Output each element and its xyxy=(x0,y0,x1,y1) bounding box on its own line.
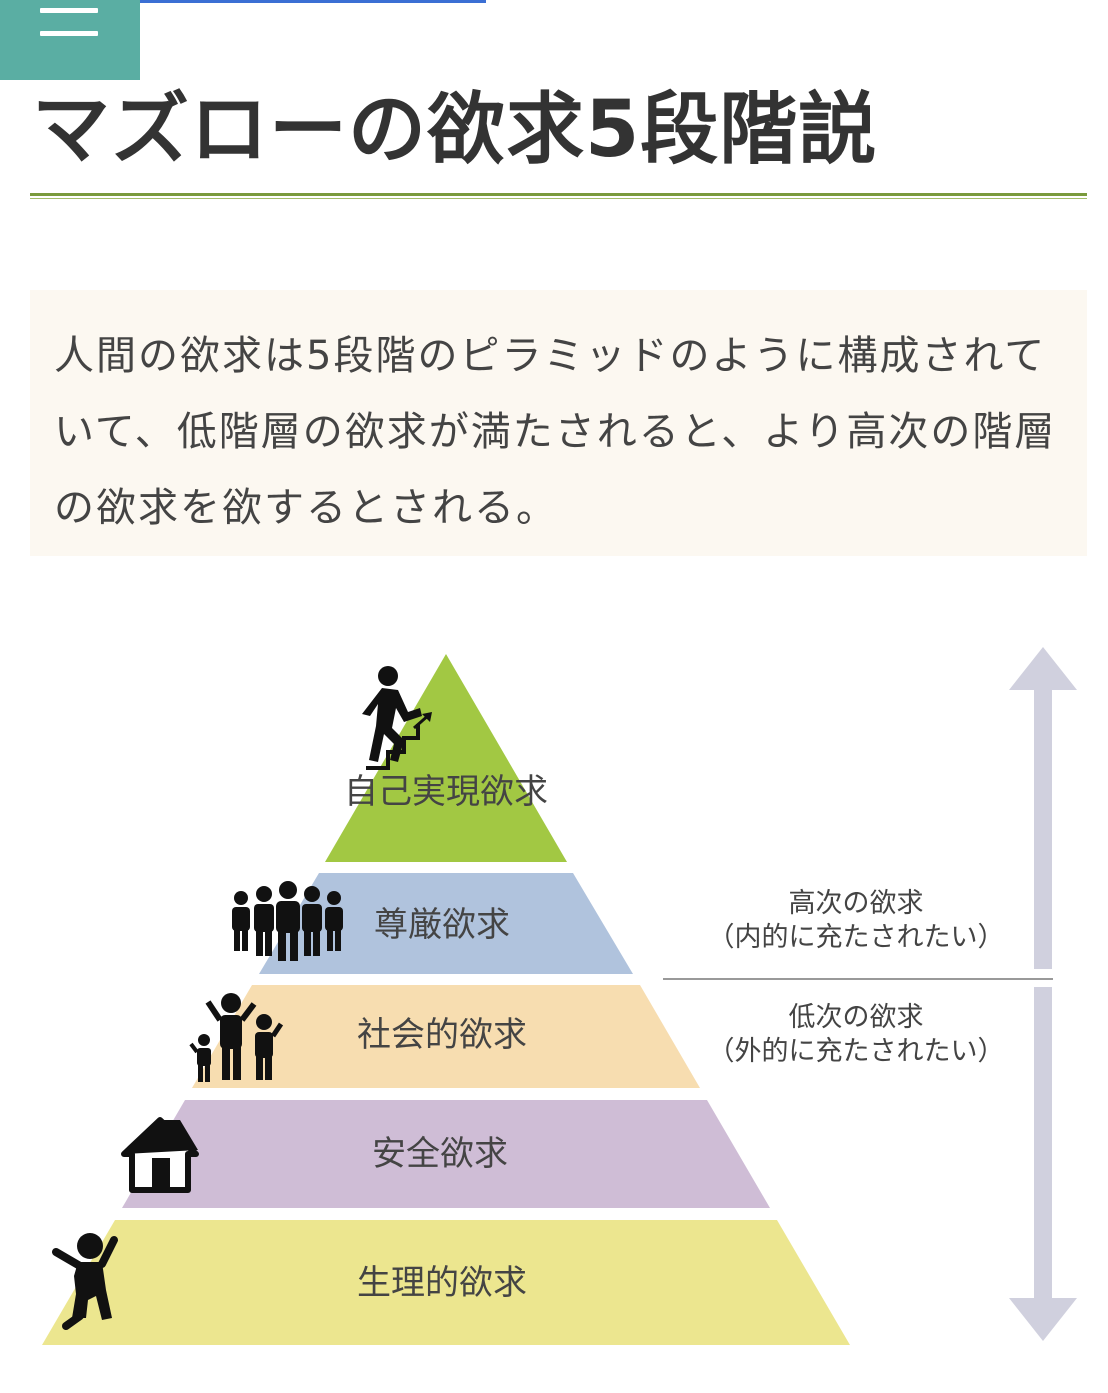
lower-needs-sublabel: （外的に充たされたい） xyxy=(708,1036,1005,1067)
lower-needs-label: 低次の欲求 xyxy=(789,1002,924,1033)
intro-box: 人間の欲求は5段階のピラミッドのように構成されていて、低階層の欲求が満たされると… xyxy=(30,290,1087,556)
tier-label-esteem: 尊厳欲求 xyxy=(374,905,510,945)
climbing-stairs-person-icon xyxy=(362,666,432,770)
up-arrow-icon xyxy=(1009,647,1077,969)
menu-button[interactable] xyxy=(0,0,140,80)
family-icon xyxy=(189,993,284,1082)
page-title: マズローの欲求5段階説 xyxy=(32,85,878,175)
jumping-person-icon xyxy=(52,1233,118,1330)
tier-label-social: 社会的欲求 xyxy=(357,1015,527,1055)
maslow-pyramid-diagram: 自己実現欲求 尊厳欲求 社会的欲求 安全欲求 生理的欲求 xyxy=(42,647,1077,1345)
pyramid-tier-physiological xyxy=(42,1220,850,1345)
title-underline xyxy=(30,193,1087,196)
house-icon xyxy=(121,1117,199,1193)
down-arrow-icon xyxy=(1009,987,1077,1341)
tier-label-safety: 安全欲求 xyxy=(372,1134,508,1174)
tier-label-self-actualization: 自己実現欲求 xyxy=(344,772,548,812)
pyramid-tier-social xyxy=(192,985,700,1088)
higher-needs-label: 高次の欲求 xyxy=(789,888,924,919)
pyramid-tier-esteem xyxy=(259,873,633,974)
intro-text: 人間の欲求は5段階のピラミッドのように構成されていて、低階層の欲求が満たされると… xyxy=(54,333,1057,531)
group-of-people-icon xyxy=(232,881,343,961)
top-accent-bar xyxy=(140,0,486,3)
hamburger-menu-icon xyxy=(40,8,98,36)
title-underline-thin xyxy=(30,198,1087,199)
tier-label-physiological: 生理的欲求 xyxy=(357,1263,527,1303)
higher-needs-sublabel: （内的に充たされたい） xyxy=(708,922,1005,953)
pyramid-tier-safety xyxy=(122,1100,770,1208)
pyramid-tier-self-actualization xyxy=(325,654,567,862)
